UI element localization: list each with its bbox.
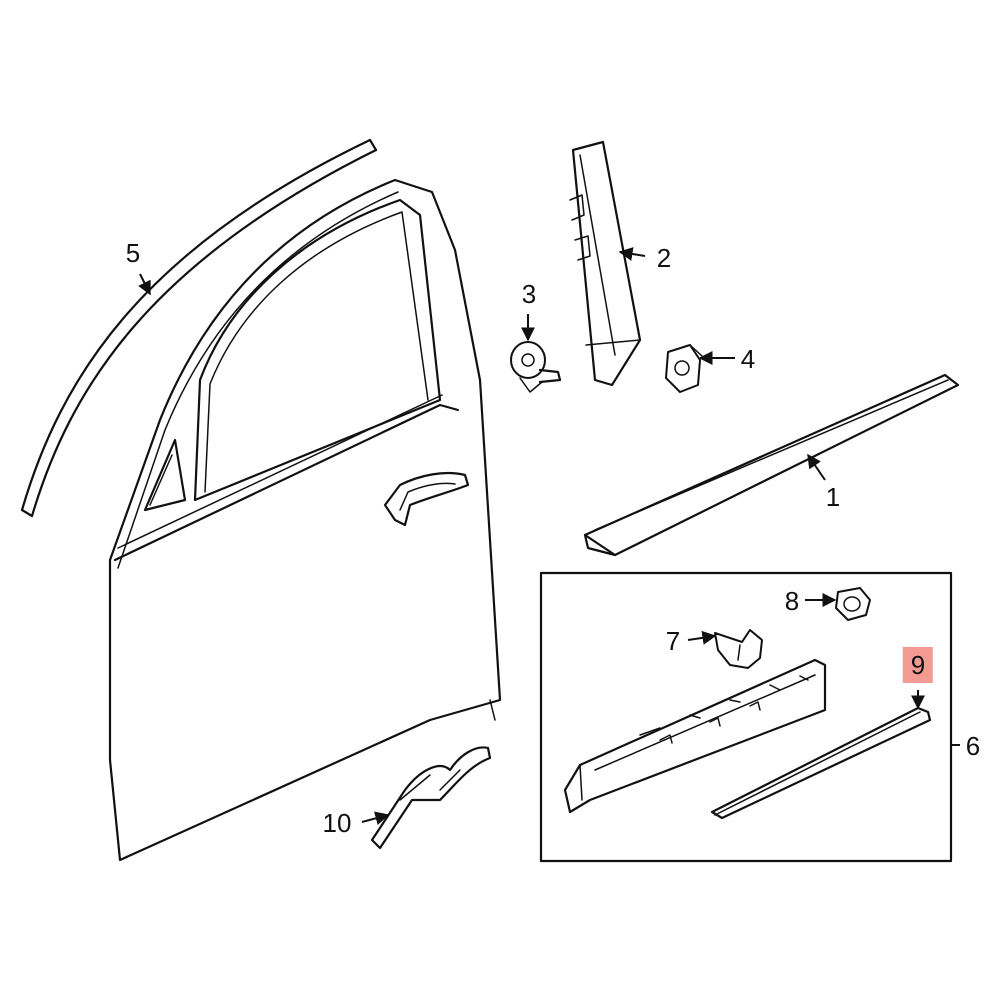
callout-4: 4 — [740, 344, 756, 374]
part-6-group-box — [539, 571, 953, 863]
callout-10: 10 — [322, 808, 352, 838]
leader-lines — [138, 247, 960, 826]
part-7-clip — [714, 629, 763, 669]
callout-7: 7 — [665, 626, 681, 656]
callout-2: 2 — [656, 243, 672, 273]
part-8-nut — [835, 587, 871, 621]
callout-9-highlighted: 9 — [902, 647, 934, 683]
part-5-drip-molding — [20, 138, 378, 518]
part-10-emblem — [370, 746, 492, 850]
part-1-belt-molding — [583, 373, 960, 557]
door-panel — [108, 178, 502, 862]
part-3-screw — [510, 341, 562, 393]
part-6-side-molding — [563, 658, 827, 814]
callout-6: 6 — [965, 731, 981, 761]
callout-3: 3 — [521, 279, 537, 309]
part-9-molding-strip — [710, 706, 932, 820]
callout-8: 8 — [784, 586, 800, 616]
callout-1: 1 — [825, 482, 841, 512]
callout-5: 5 — [125, 238, 141, 268]
part-2-pillar-applique — [569, 140, 642, 387]
part-4-clip-nut — [665, 344, 703, 393]
